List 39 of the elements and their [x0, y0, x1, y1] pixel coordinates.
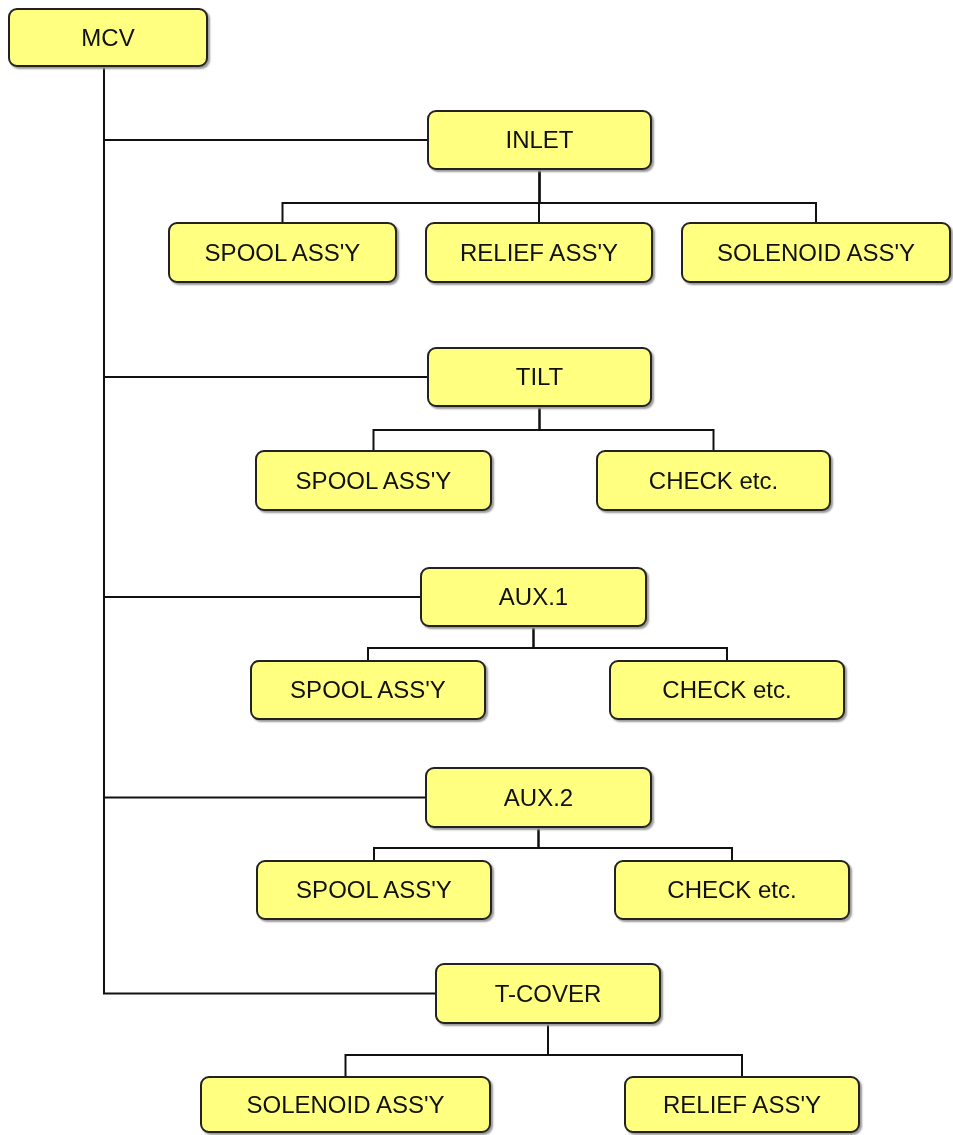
part-label: SOLENOID ASS'Y	[246, 1090, 445, 1119]
part-label: RELIEF ASS'Y	[460, 238, 618, 267]
part-label: AUX.1	[498, 583, 569, 611]
part-label: AUX.2	[503, 783, 574, 812]
connector-line	[547, 1023, 743, 1077]
part-label: SPOOL ASS'Y	[204, 238, 361, 267]
part-box	[681, 222, 951, 283]
part-box	[250, 660, 486, 720]
part-box	[255, 450, 492, 511]
part-box	[624, 1076, 860, 1133]
part-label: SOLENOID ASS'Y	[717, 238, 915, 267]
part-label: SPOOL ASS'Y	[296, 876, 452, 904]
connector-line	[537, 827, 733, 861]
part-label: T-COVER	[494, 979, 602, 1008]
part-label: INLET	[505, 126, 574, 154]
part-label: SPOOL ASS'Y	[295, 466, 452, 495]
part-box	[596, 450, 831, 511]
part-box	[256, 860, 492, 920]
part-box	[609, 660, 845, 720]
part-box	[8, 8, 208, 67]
connector-line	[532, 626, 728, 661]
part-label: CHECK etc.	[648, 466, 779, 495]
part-label: MCV	[81, 23, 135, 52]
part-label: SPOOL ASS'Y	[290, 676, 446, 704]
part-label: CHECK etc.	[662, 676, 792, 704]
part-box	[420, 567, 647, 627]
part-label: RELIEF ASS'Y	[663, 1090, 821, 1119]
part-box	[427, 347, 652, 407]
part-box	[427, 110, 652, 170]
connector-line	[538, 169, 817, 223]
part-label: TILT	[515, 363, 564, 391]
part-box	[435, 963, 661, 1024]
part-box	[614, 860, 850, 920]
part-box	[168, 222, 397, 283]
part-box	[425, 222, 653, 283]
part-label: CHECK etc.	[667, 876, 797, 904]
connector-line	[538, 406, 715, 451]
part-box	[200, 1076, 491, 1133]
part-box	[425, 767, 652, 828]
